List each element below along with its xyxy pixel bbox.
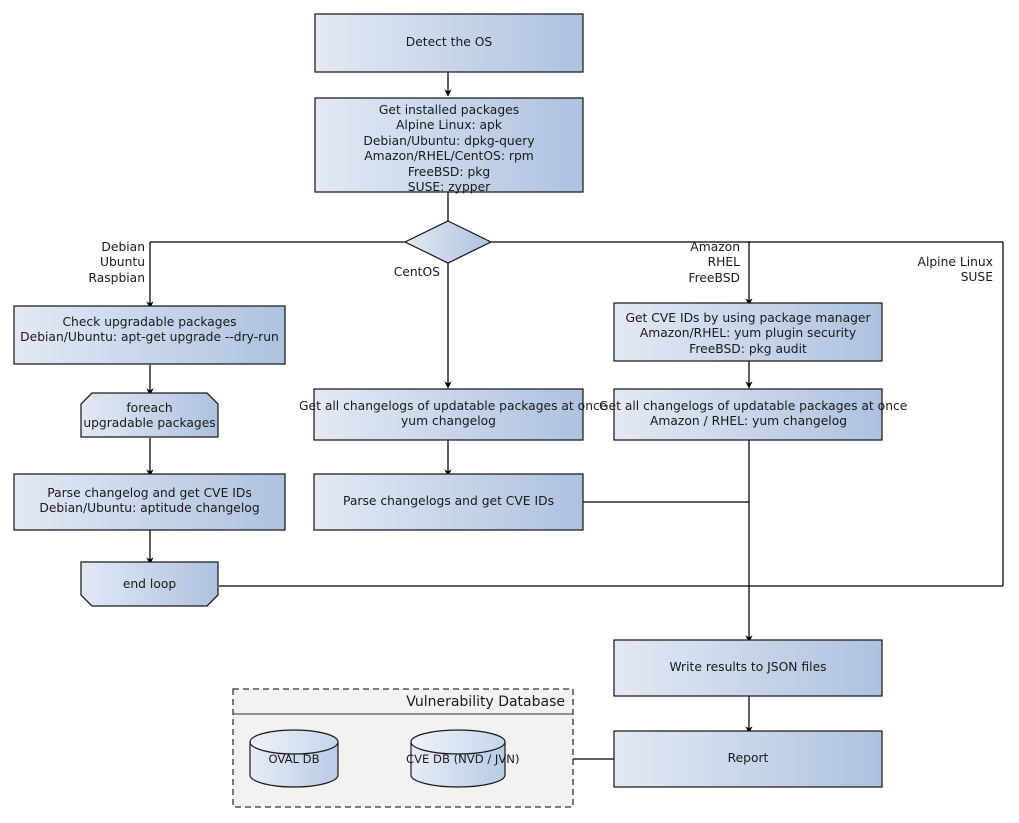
vulnerability-database-title: Vulnerability Database bbox=[406, 694, 565, 710]
cylinder-cve-db-label: CVE DB (NVD / JVN) bbox=[406, 752, 520, 766]
cylinder-oval-db-label: OVAL DB bbox=[268, 752, 320, 766]
cylinder-cve-db bbox=[410, 729, 506, 788]
node-get-installed-packages bbox=[314, 97, 584, 193]
branch-label-debian: Debian Ubuntu Raspbian bbox=[88, 240, 145, 285]
node-end-loop bbox=[80, 561, 219, 607]
node-os-decision bbox=[403, 220, 493, 264]
node-parse-changelogs-center bbox=[313, 473, 584, 531]
cylinder-oval-db bbox=[249, 729, 339, 788]
branch-label-alpine: Alpine Linux SUSE bbox=[917, 255, 993, 285]
branch-label-centos: CentOS bbox=[393, 265, 440, 279]
node-parse-changelog-left bbox=[13, 473, 286, 531]
node-check-upgradable bbox=[13, 305, 286, 365]
node-write-results bbox=[613, 639, 883, 697]
node-foreach-shape bbox=[80, 392, 219, 438]
node-get-changelogs-center bbox=[313, 388, 584, 441]
node-report bbox=[613, 730, 883, 788]
branch-label-amazon: Amazon RHEL FreeBSD bbox=[688, 240, 740, 285]
node-get-changelogs-right bbox=[613, 388, 883, 441]
node-detect-os bbox=[314, 13, 584, 73]
node-get-cve-ids-right bbox=[613, 302, 883, 362]
